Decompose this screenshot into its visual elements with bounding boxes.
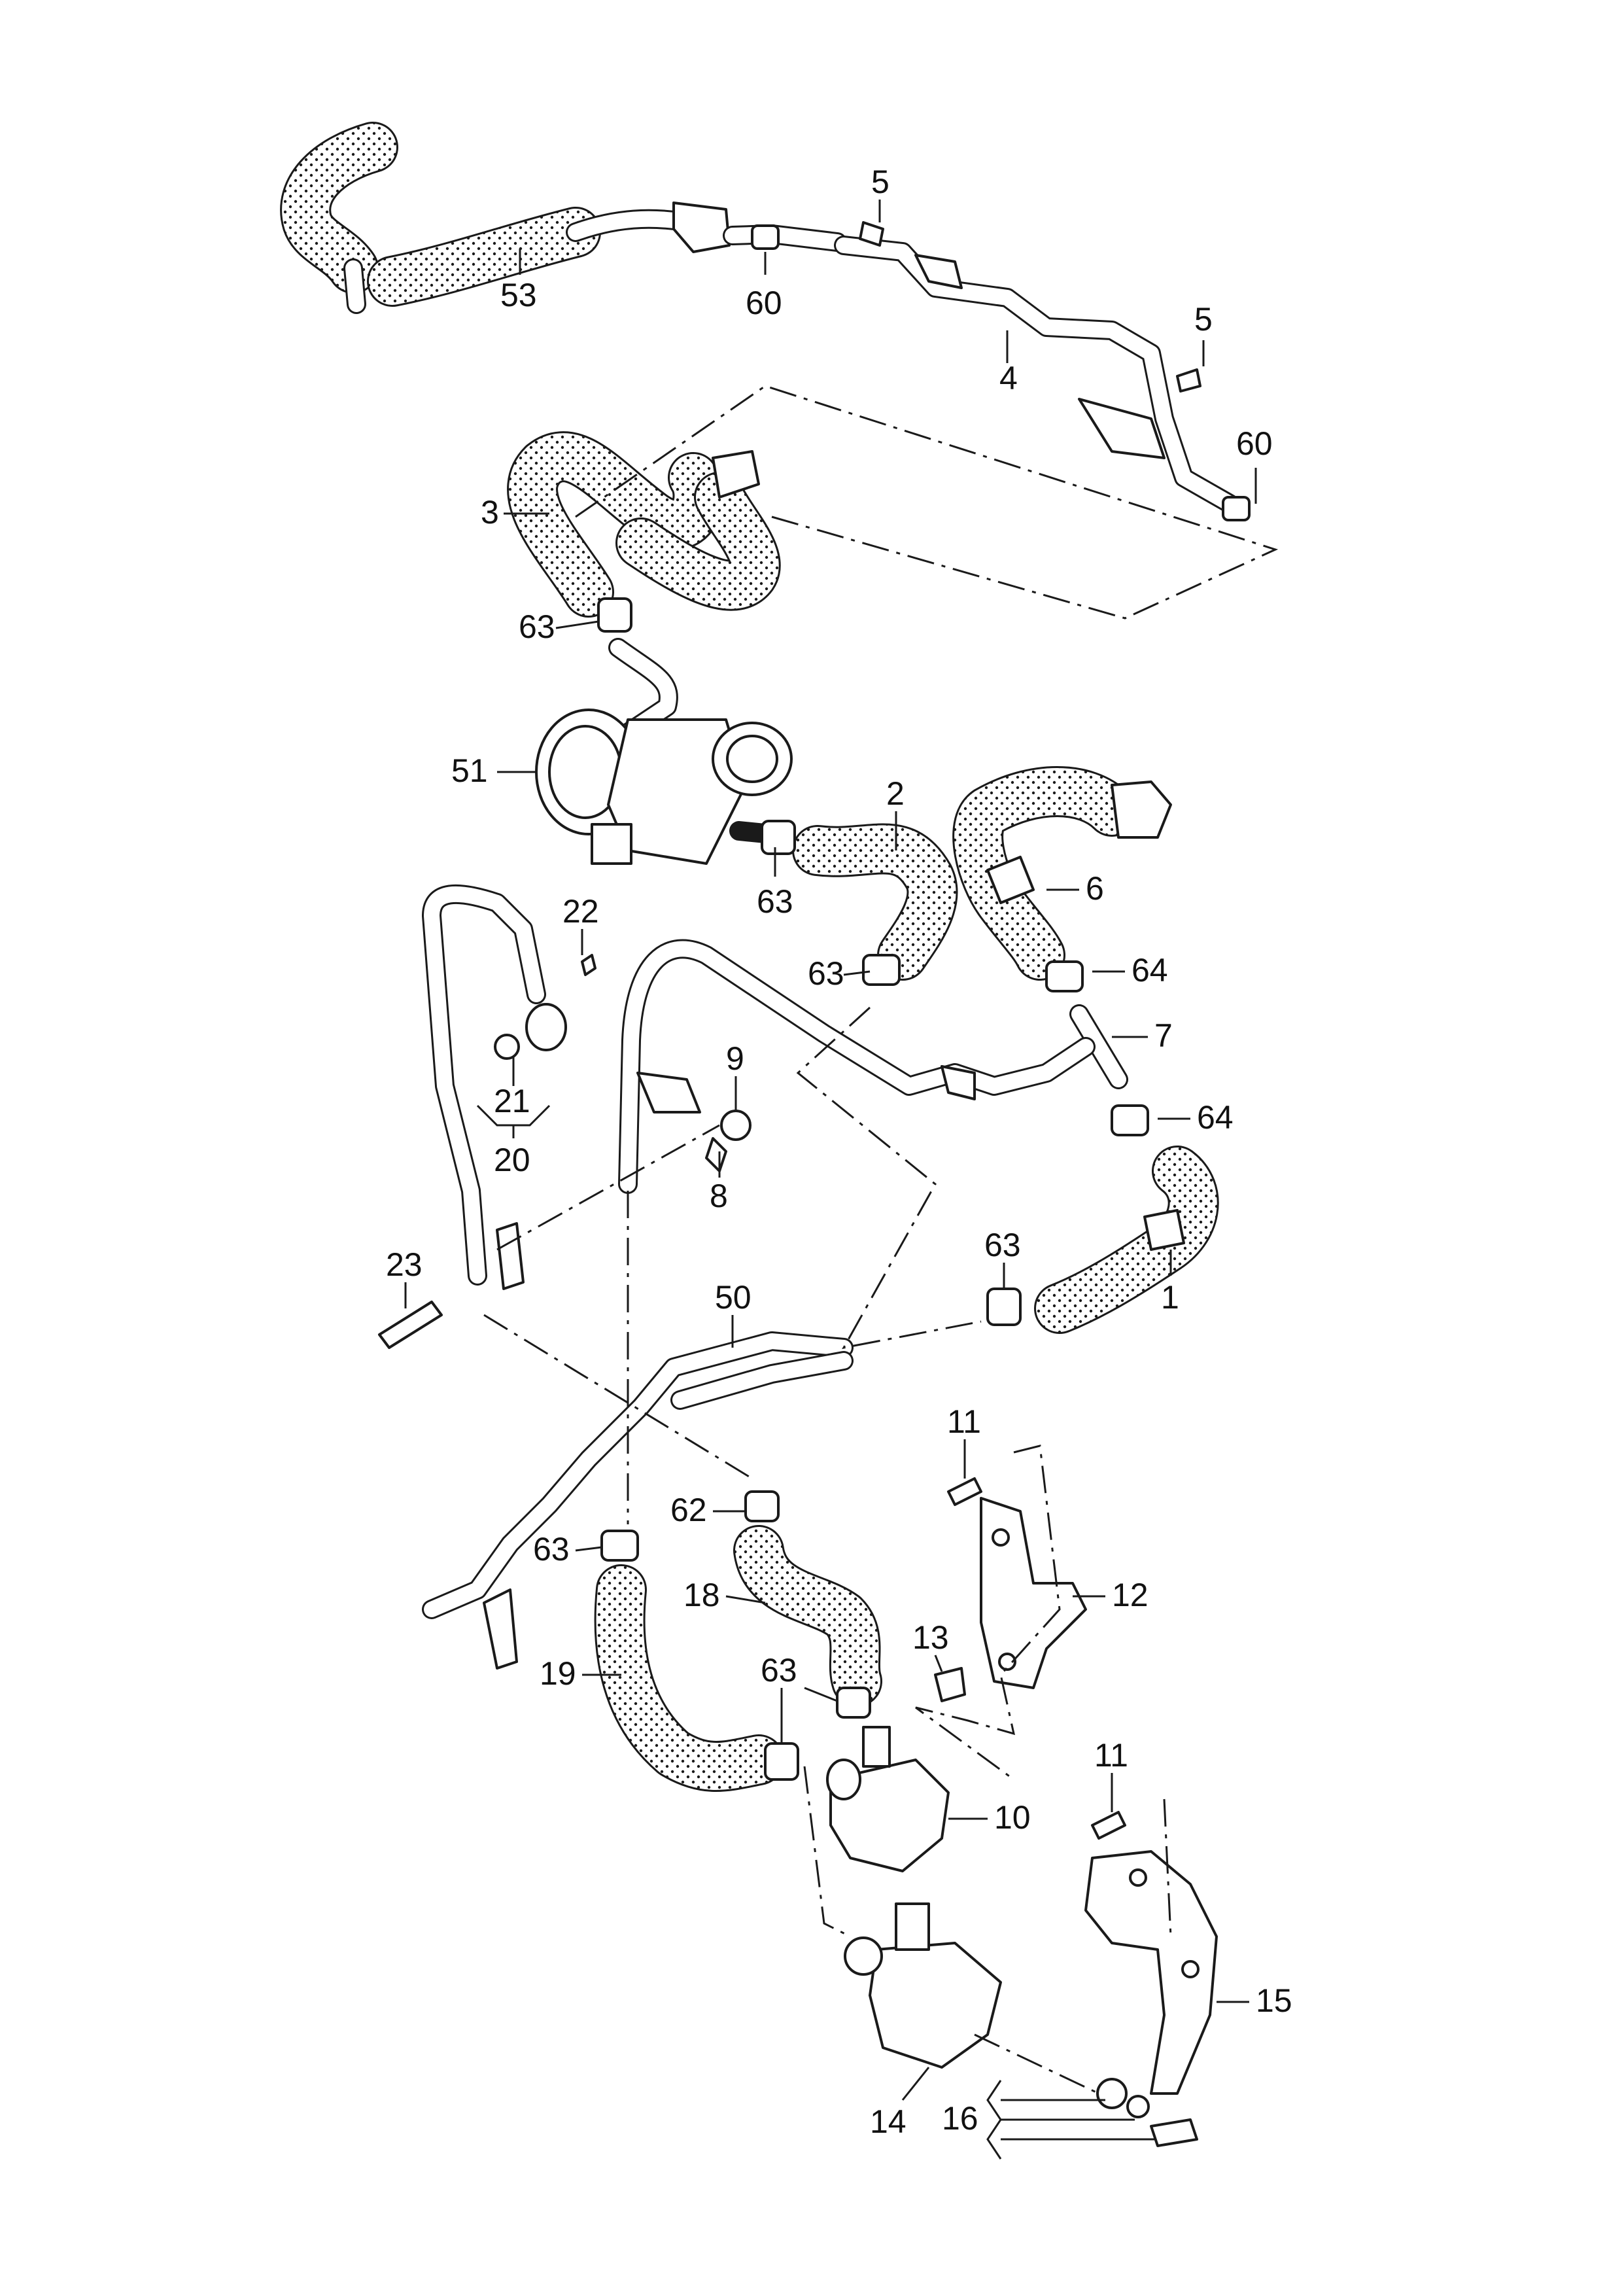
leader-lines [404,200,1257,2160]
callout-64: 64 [1132,952,1168,989]
hose-18 [733,1525,882,1707]
callout-62: 62 [670,1492,707,1528]
callout-22: 22 [562,893,599,930]
callout-5: 5 [871,164,890,200]
hose-1 [1034,1146,1219,1334]
callout-60: 60 [1236,425,1273,462]
bracket-12 [980,1497,1087,1689]
callout-6: 6 [1086,870,1104,907]
callout-2: 2 [886,775,905,812]
callout-21: 21 [494,1083,530,1119]
callout-1: 1 [1161,1279,1179,1316]
callout-20: 20 [494,1142,530,1178]
callout-4: 4 [999,360,1018,396]
callout-9: 9 [726,1040,744,1077]
callout-8: 8 [710,1178,728,1214]
callout-63: 63 [757,883,793,920]
callout-10: 10 [994,1799,1031,1836]
callout-18: 18 [683,1577,720,1613]
assembly-lines [483,385,1279,2095]
connector-7 [1069,1004,1128,1089]
callout-19: 19 [540,1655,576,1692]
callout-23: 23 [386,1246,423,1283]
hose-6 [952,766,1172,981]
coolant-pipe-main [618,939,1096,1194]
callout-63: 63 [984,1227,1021,1263]
hose-3 [507,431,781,618]
callout-12: 12 [1112,1577,1149,1613]
clip-13 [934,1667,966,1702]
callout-labels: 53 5 60 5 4 60 3 63 51 2 63 6 22 63 64 7… [386,164,1292,2140]
pump-14 [844,1902,1002,2069]
callout-50: 50 [715,1279,752,1316]
pipe-50 [422,1331,854,1670]
callout-14: 14 [870,2103,907,2140]
bracket-15 [1084,1850,1218,2095]
callout-11: 11 [1094,1737,1128,1774]
callout-64: 64 [1197,1099,1234,1136]
callout-15: 15 [1256,1982,1292,2019]
callout-63: 63 [533,1531,570,1568]
callout-16: 16 [942,2100,978,2137]
callout-53: 53 [500,277,537,313]
callout-60: 60 [746,285,782,321]
callout-11: 11 [947,1403,981,1440]
pump-10 [826,1726,950,1872]
callout-63: 63 [519,608,555,645]
callout-51: 51 [451,752,488,789]
fasteners [378,221,1251,2147]
callout-63: 63 [808,955,844,992]
thermostat-housing-51 [535,638,793,865]
callout-13: 13 [912,1619,949,1656]
hose-19 [594,1564,784,1792]
callout-5: 5 [1194,301,1213,338]
callout-63: 63 [761,1652,797,1689]
pipe-20 [422,884,546,1290]
pipe-4 [834,236,1239,514]
callout-7: 7 [1154,1017,1173,1054]
callout-3: 3 [481,494,499,531]
